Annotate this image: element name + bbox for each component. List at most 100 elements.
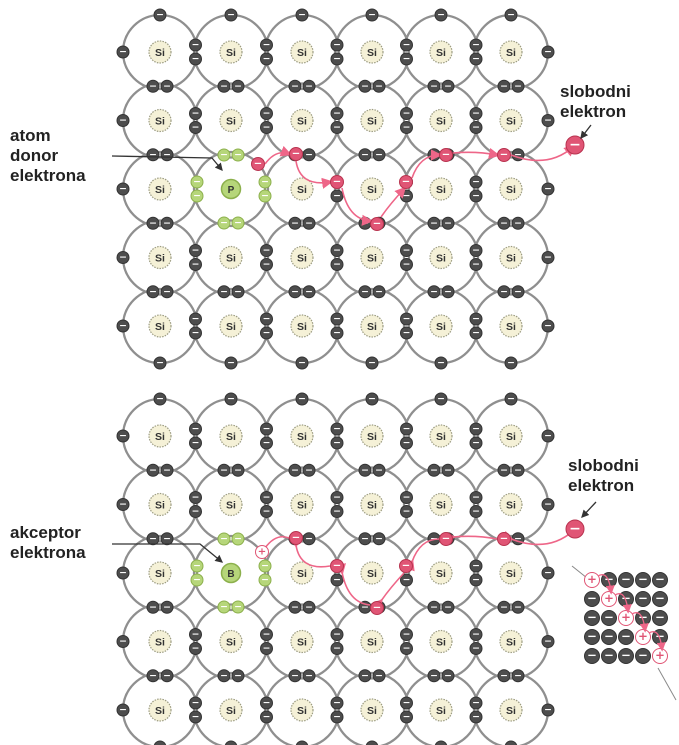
svg-text:−: − xyxy=(514,602,522,613)
dopant-bond-electron: − xyxy=(218,601,230,613)
svg-text:−: − xyxy=(403,259,411,270)
svg-text:−: − xyxy=(403,492,411,503)
svg-text:Si: Si xyxy=(297,568,307,580)
dopant-bond-electron: − xyxy=(218,149,230,161)
svg-text:Si: Si xyxy=(436,568,446,580)
si-nucleus: Si xyxy=(149,425,171,447)
svg-text:−: − xyxy=(193,561,201,572)
moving-electron: − xyxy=(331,560,344,573)
outer-electron: − xyxy=(435,741,447,745)
bond-electron: − xyxy=(331,108,343,120)
svg-text:Si: Si xyxy=(506,321,516,333)
svg-text:Si: Si xyxy=(367,705,377,717)
si-nucleus: Si xyxy=(361,562,383,584)
moving-electron: − xyxy=(498,149,511,162)
bond-electron: − xyxy=(289,670,301,682)
svg-text:−: − xyxy=(375,286,383,297)
svg-text:−: − xyxy=(192,122,200,133)
svg-text:−: − xyxy=(375,465,383,476)
si-nucleus: Si xyxy=(500,41,522,63)
svg-text:−: − xyxy=(333,122,341,133)
svg-text:−: − xyxy=(333,643,341,654)
free-label-top-line-1: slobodni xyxy=(560,82,631,102)
svg-text:Si: Si xyxy=(367,500,377,512)
svg-text:−: − xyxy=(403,314,411,325)
svg-text:−: − xyxy=(263,492,271,503)
outer-electron: − xyxy=(117,430,129,442)
svg-text:−: − xyxy=(192,54,200,65)
svg-text:−: − xyxy=(291,218,299,229)
svg-text:Si: Si xyxy=(297,431,307,443)
svg-text:−: − xyxy=(163,149,171,160)
moving-electron: − xyxy=(252,158,265,171)
bond-electron: − xyxy=(161,80,173,92)
si-nucleus: Si xyxy=(149,110,171,132)
svg-text:−: − xyxy=(291,286,299,297)
svg-text:Si: Si xyxy=(506,431,516,443)
si-nucleus: Si xyxy=(361,699,383,721)
svg-text:−: − xyxy=(638,591,648,605)
svg-text:+: + xyxy=(258,547,266,558)
svg-text:−: − xyxy=(263,643,271,654)
outer-electron: − xyxy=(542,636,554,648)
bond-electron: − xyxy=(470,190,482,202)
svg-text:−: − xyxy=(333,259,341,270)
svg-text:−: − xyxy=(544,499,552,510)
svg-text:−: − xyxy=(234,670,242,681)
inset-hole: + xyxy=(636,629,651,644)
outer-electron: − xyxy=(505,393,517,405)
outer-electron: − xyxy=(542,183,554,195)
bond-electron: − xyxy=(470,327,482,339)
svg-text:Si: Si xyxy=(155,568,165,580)
bond-electron: − xyxy=(331,643,343,655)
inset-hole: + xyxy=(585,572,600,587)
si-nucleus: Si xyxy=(291,631,313,653)
svg-text:−: − xyxy=(149,533,157,544)
svg-text:−: − xyxy=(500,218,508,229)
svg-text:−: − xyxy=(261,561,269,572)
acceptor-label-line-2: elektrona xyxy=(10,543,86,563)
svg-text:Si: Si xyxy=(506,253,516,265)
bond-electron: − xyxy=(428,601,440,613)
svg-text:−: − xyxy=(587,610,597,624)
svg-text:Si: Si xyxy=(436,253,446,265)
moving-electron: − xyxy=(371,218,384,231)
svg-text:−: − xyxy=(621,648,631,662)
svg-text:−: − xyxy=(333,245,341,256)
bond-electron: − xyxy=(218,286,230,298)
svg-text:−: − xyxy=(305,533,313,544)
bond-electron: − xyxy=(470,711,482,723)
si-nucleus: Si xyxy=(361,631,383,653)
bond-electron: − xyxy=(331,259,343,271)
bond-electron: − xyxy=(289,217,301,229)
bond-electron: − xyxy=(161,670,173,682)
bond-electron: − xyxy=(261,259,273,271)
bond-electron: − xyxy=(190,122,202,134)
dopant-bond-electron: − xyxy=(191,574,203,586)
svg-text:−: − xyxy=(227,742,235,745)
dopant-bond-electron: − xyxy=(259,176,271,188)
outer-electron: − xyxy=(117,567,129,579)
bond-electron: − xyxy=(470,560,482,572)
outer-electron: − xyxy=(154,9,166,21)
svg-text:−: − xyxy=(163,218,171,229)
bond-electron: − xyxy=(331,711,343,723)
svg-text:−: − xyxy=(263,108,271,119)
si-nucleus: Si xyxy=(291,699,313,721)
bond-electron: − xyxy=(190,108,202,120)
inset-hole: + xyxy=(619,610,634,625)
bond-electron: − xyxy=(232,464,244,476)
svg-text:−: − xyxy=(514,670,522,681)
bond-electron: − xyxy=(498,464,510,476)
free-electron: − xyxy=(566,136,584,154)
svg-text:−: − xyxy=(472,177,480,188)
bond-electron: − xyxy=(470,176,482,188)
svg-text:−: − xyxy=(119,705,127,716)
svg-text:−: − xyxy=(403,108,411,119)
svg-text:−: − xyxy=(500,602,508,613)
svg-text:Si: Si xyxy=(226,500,236,512)
acceptor-label-line-1: akceptor xyxy=(10,523,86,543)
svg-text:−: − xyxy=(291,602,299,613)
si-nucleus: Si xyxy=(500,247,522,269)
svg-text:−: − xyxy=(119,321,127,332)
